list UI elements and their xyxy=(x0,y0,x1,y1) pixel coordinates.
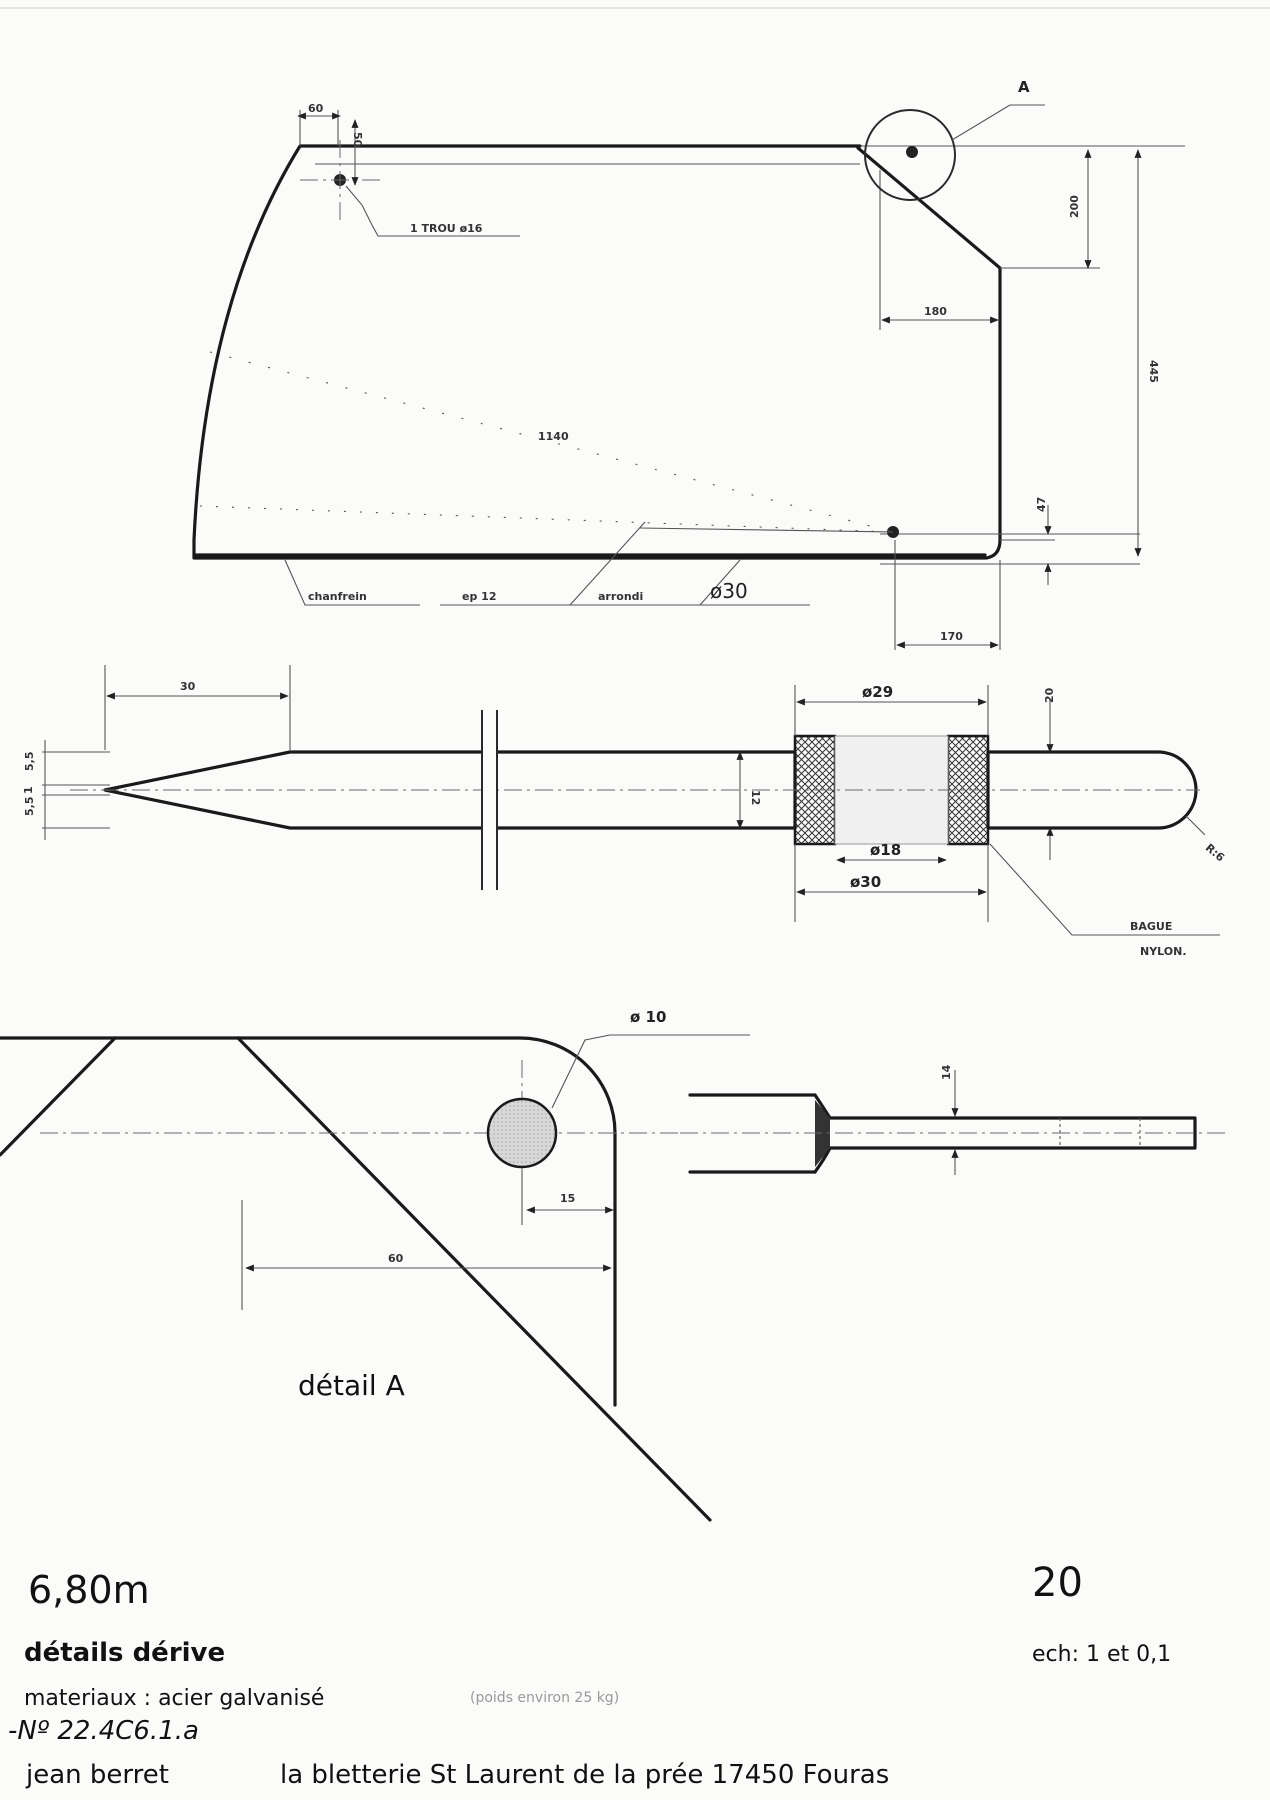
detail-a-title: détail A xyxy=(298,1369,405,1402)
detail-edge-profile: 14 xyxy=(680,1064,1225,1175)
dim-170: 170 xyxy=(940,630,963,643)
note-dia30: ø30 xyxy=(710,579,748,603)
section-body-right xyxy=(988,752,1196,828)
corner-pivot-hole xyxy=(906,146,918,158)
centerboard-profile: A 60 50 1 TROU ø16 200 180 445 47 xyxy=(194,78,1185,650)
dim-15: 15 xyxy=(560,1192,575,1205)
dim-12: 12 xyxy=(749,790,762,805)
dim-dia29: ø29 xyxy=(862,683,893,701)
label-nylon: NYLON. xyxy=(1140,945,1187,958)
hole-note: 1 TROU ø16 xyxy=(410,222,483,235)
dim-60-top: 60 xyxy=(308,102,324,115)
detail-a-callout-circle xyxy=(865,110,955,200)
dim-200: 200 xyxy=(1068,195,1081,218)
dim-dia10: ø 10 xyxy=(630,1008,666,1026)
dim-445: 445 xyxy=(1147,360,1160,383)
dim-14: 14 xyxy=(940,1064,953,1080)
centerboard-outline xyxy=(194,146,1000,558)
dim-30-taper: 30 xyxy=(180,680,196,693)
detail-hole xyxy=(488,1099,556,1167)
centerboard-section: 30 5,5 1 5,5 12 ø29 20 ø18 ø30 R:6 BAGUE xyxy=(22,665,1227,958)
detail-a-leader-label: A xyxy=(1018,78,1030,96)
detail-plate-outline xyxy=(0,1038,615,1405)
dim-5-5-top: 5,5 xyxy=(23,752,36,772)
dim-180: 180 xyxy=(924,305,947,318)
dim-1-center: 1 xyxy=(22,786,35,794)
dim-1140: 1140 xyxy=(538,430,569,443)
detail-a-view: ø 10 15 60 détail A 14 xyxy=(0,1008,1225,1520)
note-ep12: ep 12 xyxy=(462,590,496,603)
dim-5-5-bottom: 5,5 xyxy=(23,797,36,817)
label-bague: BAGUE xyxy=(1130,920,1172,933)
dim-50: 50 xyxy=(351,132,364,148)
note-arrondi: arrondi xyxy=(598,590,643,603)
dim-20: 20 xyxy=(1043,687,1056,703)
dim-r6: R:6 xyxy=(1203,841,1227,864)
dim-60-detail: 60 xyxy=(388,1252,404,1265)
dim-dia18: ø18 xyxy=(870,841,901,859)
dim-dia30: ø30 xyxy=(850,873,881,891)
note-chanfrein: chanfrein xyxy=(308,590,367,603)
dim-47: 47 xyxy=(1035,497,1048,512)
